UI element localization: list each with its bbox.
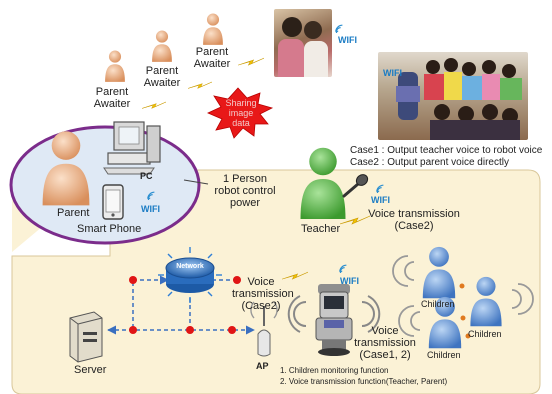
arrow-control [183,179,209,185]
node-1 [129,276,137,284]
parent-label: Parent [57,207,90,219]
teacher-label: Teacher [301,223,341,235]
wifi-label-phone: WIFI [141,204,160,214]
voice-ap-line-1: Voice [247,276,275,288]
awaiter-label-1: Parent Awaiter [88,86,136,110]
awaiter-label-2: Parent Awaiter [138,65,186,89]
node-3 [186,326,194,334]
starburst-line-3: data [232,118,250,128]
starburst-line-1: Sharing [225,98,257,108]
voice-case2-label: Voice transmission (Case2) [368,208,460,232]
wifi-label-parents: WIFI [338,35,357,45]
case-notes: Case1 : Output teacher voice to robot vo… [350,145,542,169]
pc-icon [103,121,161,175]
awaiter-3-word2: Awaiter [193,58,231,70]
starburst-line-2: image [228,108,254,118]
voice-ap-line-2: transmission [232,288,294,300]
function-2: 2. Voice transmission function(Teacher, … [280,377,448,386]
bolt-awaiter-2 [188,81,212,89]
microphone-icon [342,174,369,198]
voice-case2-line-2: (Case2) [394,220,434,232]
parents-photo [274,9,332,77]
control-power-label: 1 Person robot control power [206,173,284,209]
wifi-icon-parents [335,24,343,34]
robot-icon [315,284,353,356]
awaiter-2-word1: Parent [145,65,179,77]
awaiter-2-word2: Awaiter [143,77,181,89]
case-1-text: Case1 : Output teacher voice to robot vo… [350,145,543,156]
server-label: Server [74,364,107,376]
control-line-1: 1 Person [222,173,268,185]
voice-robot-line-2: transmission [354,337,416,349]
function-list: 1. Children monitoring function 2. Voice… [280,365,447,387]
control-line-3: power [230,197,260,209]
awaiter-label-3: Parent Awaiter [188,46,236,70]
smart-phone-icon [102,184,124,220]
child-sound-waves [392,255,534,337]
awaiter-3-word1: Parent [195,46,229,58]
node-5 [233,276,241,284]
awaiter-1-word2: Awaiter [93,98,131,110]
children-label-1: Children [421,299,455,309]
voice-case2-line-1: Voice transmission [368,208,460,220]
node-4 [228,326,236,334]
access-point-icon [250,301,278,357]
awaiter-1-word1: Parent [95,86,129,98]
ap-label: AP [256,361,269,371]
voice-robot-label: Voice transmission (Case1, 2) [352,325,418,361]
server-icon [69,311,103,363]
voice-ap-line-3: (Case2) [241,300,281,312]
classroom-photo [378,52,528,140]
children-label-2: Children [468,329,502,339]
function-1: 1. Children monitoring function [280,366,389,375]
node-2 [129,326,137,334]
voice-robot-line-3: (Case1, 2) [359,349,411,361]
awaiter-figure-1 [105,50,125,82]
starburst-text: Sharing image data [216,98,266,128]
control-line-2: robot control [214,185,276,197]
voice-robot-line-1: Voice [371,325,399,337]
smart-phone-label: Smart Phone [77,223,142,235]
wifi-label-teacher: WIFI [371,195,390,205]
voice-ap-label: Voice transmission (Case2) [232,276,294,312]
awaiter-figure-3 [203,13,223,45]
wifi-label-robot: WIFI [340,276,359,286]
wifi-label-photo: WIFI [383,68,402,78]
bolt-awaiter-3 [238,57,264,66]
pc-label: PC [140,171,153,181]
network-label: Network [176,263,204,270]
case-2-text: Case2 : Output parent voice directly [350,157,509,168]
network-router-icon [158,247,222,303]
sharing-starburst [207,87,274,139]
bolt-awaiter-1 [142,101,166,109]
children-label-3: Children [427,350,461,360]
awaiter-figure-2 [152,30,172,62]
